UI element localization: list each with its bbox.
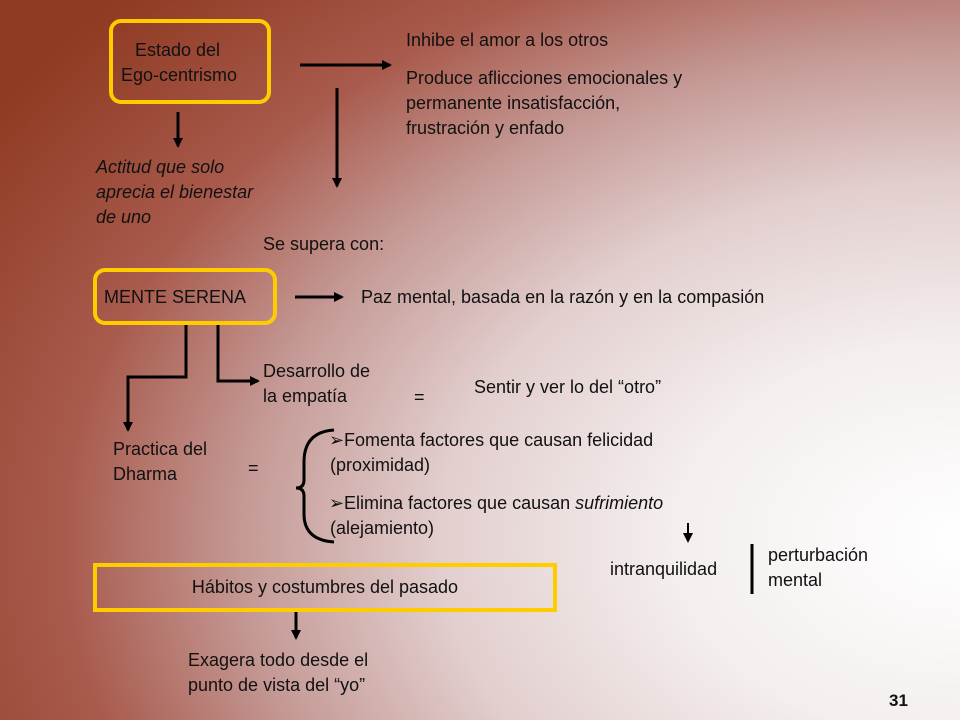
serene-label: MENTE SERENA (104, 287, 247, 307)
ego-effect-2-line1: Produce aflicciones emocionales y (406, 68, 683, 88)
habits-box (93, 563, 557, 612)
overcome-label: Se supera con: (263, 234, 385, 254)
suffering-left: intranquilidad (610, 559, 718, 579)
empathy-meaning: Sentir y ver lo del “otro” (474, 377, 662, 397)
habits-result-line1: Exagera todo desde el (188, 650, 369, 670)
ego-box (109, 19, 271, 104)
bullet-icon: ➢ (329, 493, 345, 513)
dharma-line2: Dharma (113, 464, 178, 484)
dharma-point2-line2: (alejamiento) (330, 518, 435, 538)
arrow-serene-empathy (216, 323, 260, 386)
ego-label-line2: Ego-centrismo (121, 65, 238, 85)
ego-attitude-line2: aprecia el bienestar (96, 182, 254, 202)
ego-effect-1: Inhibe el amor a los otros (406, 30, 609, 50)
empathy-equals: = (414, 387, 425, 407)
ego-attitude-line1: Actitud que solo (96, 157, 225, 177)
habits-result-line2: punto de vista del “yo” (188, 675, 366, 695)
dharma-point1-line2: (proximidad) (330, 455, 431, 475)
habits-label: Hábitos y costumbres del pasado (191, 577, 459, 597)
dharma-line1: Practica del (113, 439, 208, 459)
serene-box (93, 268, 277, 325)
ego-effect-2-line2: permanente insatisfacción, (406, 93, 621, 113)
dharma-point2-text: Elimina factores que causan (344, 493, 576, 513)
dharma-point1-line1: Fomenta factores que causan felicidad (344, 430, 654, 450)
ego-label-line1: Estado del (135, 40, 221, 60)
ego-attitude-line3: de uno (96, 207, 152, 227)
empathy-line1: Desarrollo de (263, 361, 371, 381)
dharma-equals: = (248, 458, 259, 478)
ego-effect-2-line3: frustración y enfado (406, 118, 565, 138)
suffering-right-line1: perturbación (768, 545, 869, 565)
empathy-line2: la empatía (263, 386, 348, 406)
page-number: 31 (889, 691, 908, 710)
dharma-point2-line1: Elimina factores que causan sufrimiento (344, 491, 663, 516)
serene-result: Paz mental, basada en la razón y en la c… (361, 287, 765, 307)
bullet-icon: ➢ (329, 430, 345, 450)
dharma-point2-em: sufrimiento (575, 493, 664, 513)
suffering-right-line2: mental (768, 570, 823, 590)
arrow-serene-dharma (123, 323, 188, 432)
